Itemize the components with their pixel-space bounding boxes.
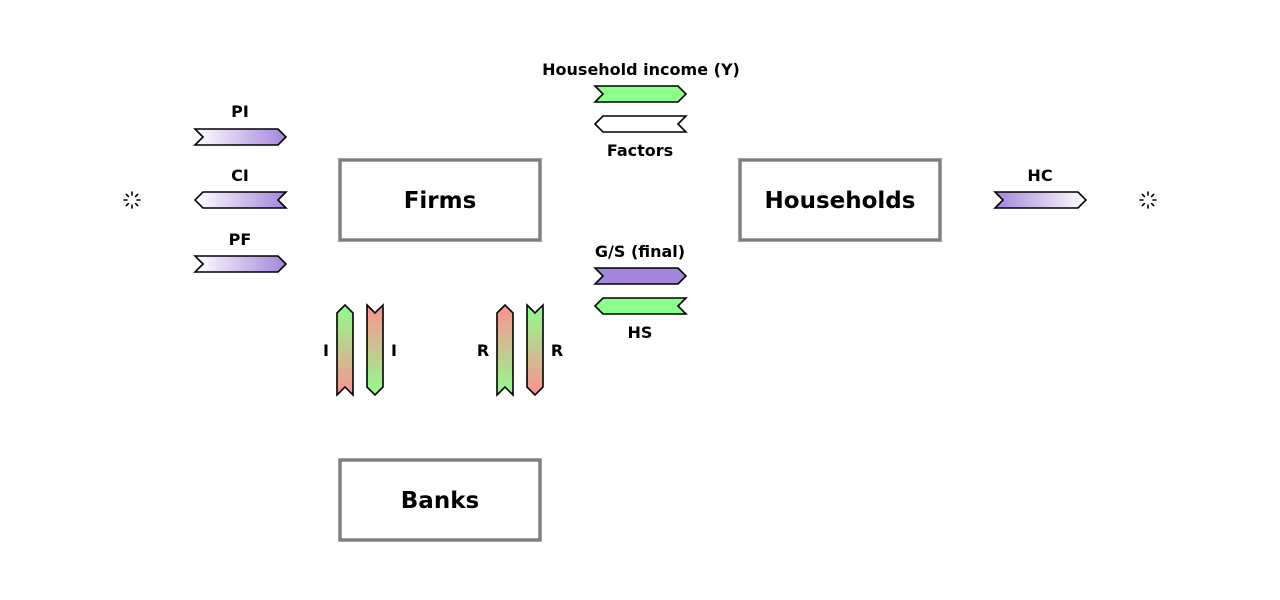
flow-repayment-right: R bbox=[526, 303, 563, 397]
flow-household-income: Household income (Y) bbox=[542, 60, 740, 103]
flow-hs-label: HS bbox=[628, 323, 653, 342]
flow-repayment-left-label: R bbox=[477, 341, 489, 360]
flow-ci-label: CI bbox=[231, 166, 249, 185]
node-banks[interactable]: Banks bbox=[338, 458, 542, 542]
flow-gs-final-arrow bbox=[593, 267, 688, 285]
source-sink-icon bbox=[1139, 191, 1157, 209]
flow-ci-arrow bbox=[193, 191, 288, 209]
flow-gs-final-label: G/S (final) bbox=[595, 242, 685, 261]
flow-investment-right-arrow bbox=[366, 303, 384, 397]
flow-pf: PF bbox=[193, 230, 288, 273]
flow-household-income-label: Household income (Y) bbox=[542, 60, 740, 79]
flow-repayment-left: R bbox=[477, 303, 514, 397]
flow-household-income-arrow bbox=[593, 85, 688, 103]
flow-gs-final: G/S (final) bbox=[593, 242, 688, 285]
source-sink-icon bbox=[123, 191, 141, 209]
flow-repayment-left-arrow bbox=[496, 303, 514, 397]
flow-investment-left: I bbox=[323, 303, 354, 397]
flow-investment-left-arrow bbox=[336, 303, 354, 397]
flow-hs: HS bbox=[593, 297, 688, 342]
flow-repayment-right-label: R bbox=[551, 341, 563, 360]
flow-pf-label: PF bbox=[229, 230, 252, 249]
flow-investment-right: I bbox=[366, 303, 397, 397]
flow-hs-arrow bbox=[593, 297, 688, 315]
node-banks-label: Banks bbox=[401, 488, 479, 514]
flow-ci: CI bbox=[193, 166, 288, 209]
flow-repayment-right-arrow bbox=[526, 303, 544, 397]
flow-investment-left-label: I bbox=[323, 341, 329, 360]
flow-factors-label: Factors bbox=[607, 141, 673, 160]
flow-hc-label: HC bbox=[1027, 166, 1052, 185]
node-households[interactable]: Households bbox=[738, 158, 942, 242]
flow-hc-arrow bbox=[993, 191, 1088, 209]
node-firms-label: Firms bbox=[404, 188, 477, 214]
flow-factors-arrow bbox=[593, 115, 688, 133]
node-firms[interactable]: Firms bbox=[338, 158, 542, 242]
node-households-label: Households bbox=[765, 188, 916, 214]
flow-pf-arrow bbox=[193, 255, 288, 273]
flow-pi-arrow bbox=[193, 128, 288, 146]
flow-investment-right-label: I bbox=[391, 341, 397, 360]
flow-pi-label: PI bbox=[231, 102, 249, 121]
flow-hc: HC bbox=[993, 166, 1088, 209]
flow-factors: Factors bbox=[593, 115, 688, 160]
flow-pi: PI bbox=[193, 102, 288, 146]
